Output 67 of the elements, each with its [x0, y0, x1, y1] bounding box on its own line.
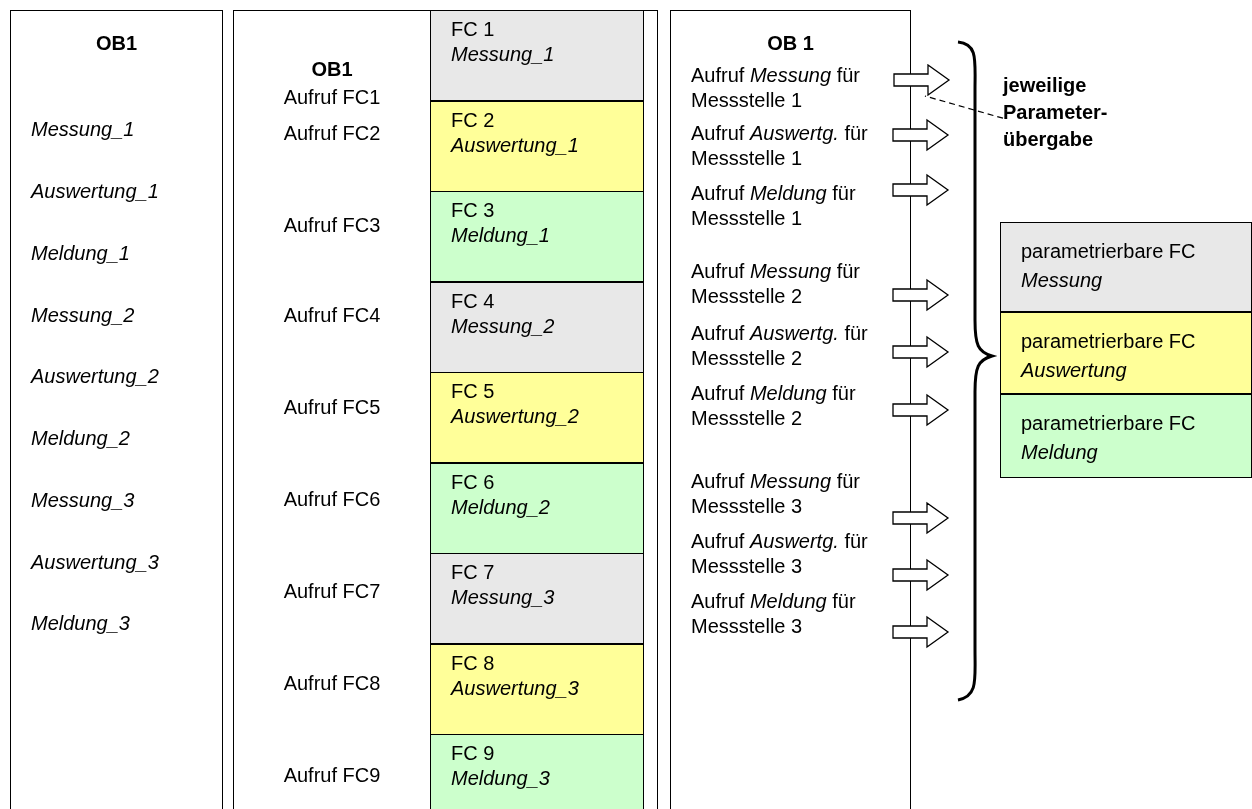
call-text: Aufruf FC2 — [282, 121, 382, 145]
function-block — [430, 643, 644, 735]
program-panel — [10, 10, 223, 809]
block-name: Auswertung_3 — [451, 675, 579, 700]
call-text: Aufruf Auswertg. für Messstelle 1 — [691, 121, 869, 171]
program-panel — [233, 10, 658, 809]
annotation-text: jeweilige Parameter- übergabe — [1003, 73, 1109, 152]
legend-text: parametrierbare FC Meldung — [1021, 411, 1197, 465]
function-block — [430, 553, 644, 644]
block-number: FC 1 — [451, 17, 495, 41]
block-number: FC 3 — [451, 198, 495, 222]
block-number: FC 5 — [451, 379, 495, 403]
block-name: Meldung_1 — [31, 241, 130, 265]
call-text: Aufruf FC9 — [282, 763, 382, 787]
call-text: Aufruf Messung für Messstelle 3 — [691, 469, 861, 519]
call-text: Aufruf FC6 — [282, 487, 382, 511]
panel-heading: OB 1 — [766, 31, 815, 55]
call-text: Aufruf Auswertg. für Messstelle 3 — [691, 529, 869, 579]
block-number: FC 6 — [451, 469, 495, 494]
call-text: Aufruf Meldung für Messstelle 3 — [691, 589, 857, 639]
legend-box — [1000, 394, 1252, 478]
function-block — [430, 100, 644, 192]
block-name: Auswertung_1 — [451, 132, 579, 157]
block-name: Messung_2 — [451, 313, 555, 338]
block-number: FC 7 — [451, 560, 495, 584]
block-name: Auswertung_2 — [451, 404, 579, 428]
block-name: Messung_3 — [31, 488, 135, 512]
block-name: Meldung_3 — [31, 611, 130, 635]
function-block — [430, 462, 644, 554]
call-text: Aufruf FC7 — [282, 579, 382, 603]
panel-heading: OB1 — [94, 31, 139, 55]
block-name: Auswertung_3 — [31, 550, 159, 574]
block-name: Messung_1 — [451, 42, 555, 66]
legend-text: parametrierbare FC Messung — [1021, 239, 1197, 293]
call-text: Aufruf Messung für Messstelle 1 — [691, 63, 861, 113]
function-block — [430, 10, 644, 101]
call-text: Aufruf FC8 — [282, 671, 382, 695]
legend-box — [1000, 222, 1252, 312]
block-name: Messung_2 — [31, 303, 135, 327]
block-name: Messung_1 — [31, 117, 135, 141]
call-text: Aufruf Messung für Messstelle 2 — [691, 259, 861, 309]
function-block — [430, 734, 644, 809]
block-number: FC 2 — [451, 107, 495, 132]
function-block — [430, 191, 644, 282]
block-name: Meldung_2 — [31, 426, 130, 450]
legend-text: parametrierbare FC Auswertung — [1021, 329, 1197, 383]
call-text: Aufruf FC1 — [282, 85, 382, 109]
function-block — [430, 372, 644, 463]
block-number: FC 4 — [451, 288, 495, 313]
call-text: Aufruf FC3 — [282, 213, 382, 237]
block-name: Meldung_1 — [451, 223, 550, 247]
call-text: Aufruf Auswertg. für Messstelle 2 — [691, 321, 869, 371]
block-name: Meldung_2 — [451, 494, 550, 519]
block-name: Messung_3 — [451, 585, 555, 609]
call-text: Aufruf Meldung für Messstelle 2 — [691, 381, 857, 431]
block-number: FC 9 — [451, 741, 495, 765]
panel-heading: OB1 — [310, 57, 354, 81]
legend-box — [1000, 312, 1252, 394]
program-panel — [670, 10, 911, 809]
block-name: Auswertung_2 — [31, 364, 159, 388]
block-name: Auswertung_1 — [31, 179, 159, 203]
call-text: Aufruf FC4 — [282, 303, 382, 327]
block-name: Meldung_3 — [451, 766, 550, 790]
block-number: FC 8 — [451, 650, 495, 675]
call-text: Aufruf Meldung für Messstelle 1 — [691, 181, 857, 231]
function-block — [430, 281, 644, 373]
call-text: Aufruf FC5 — [282, 395, 382, 419]
